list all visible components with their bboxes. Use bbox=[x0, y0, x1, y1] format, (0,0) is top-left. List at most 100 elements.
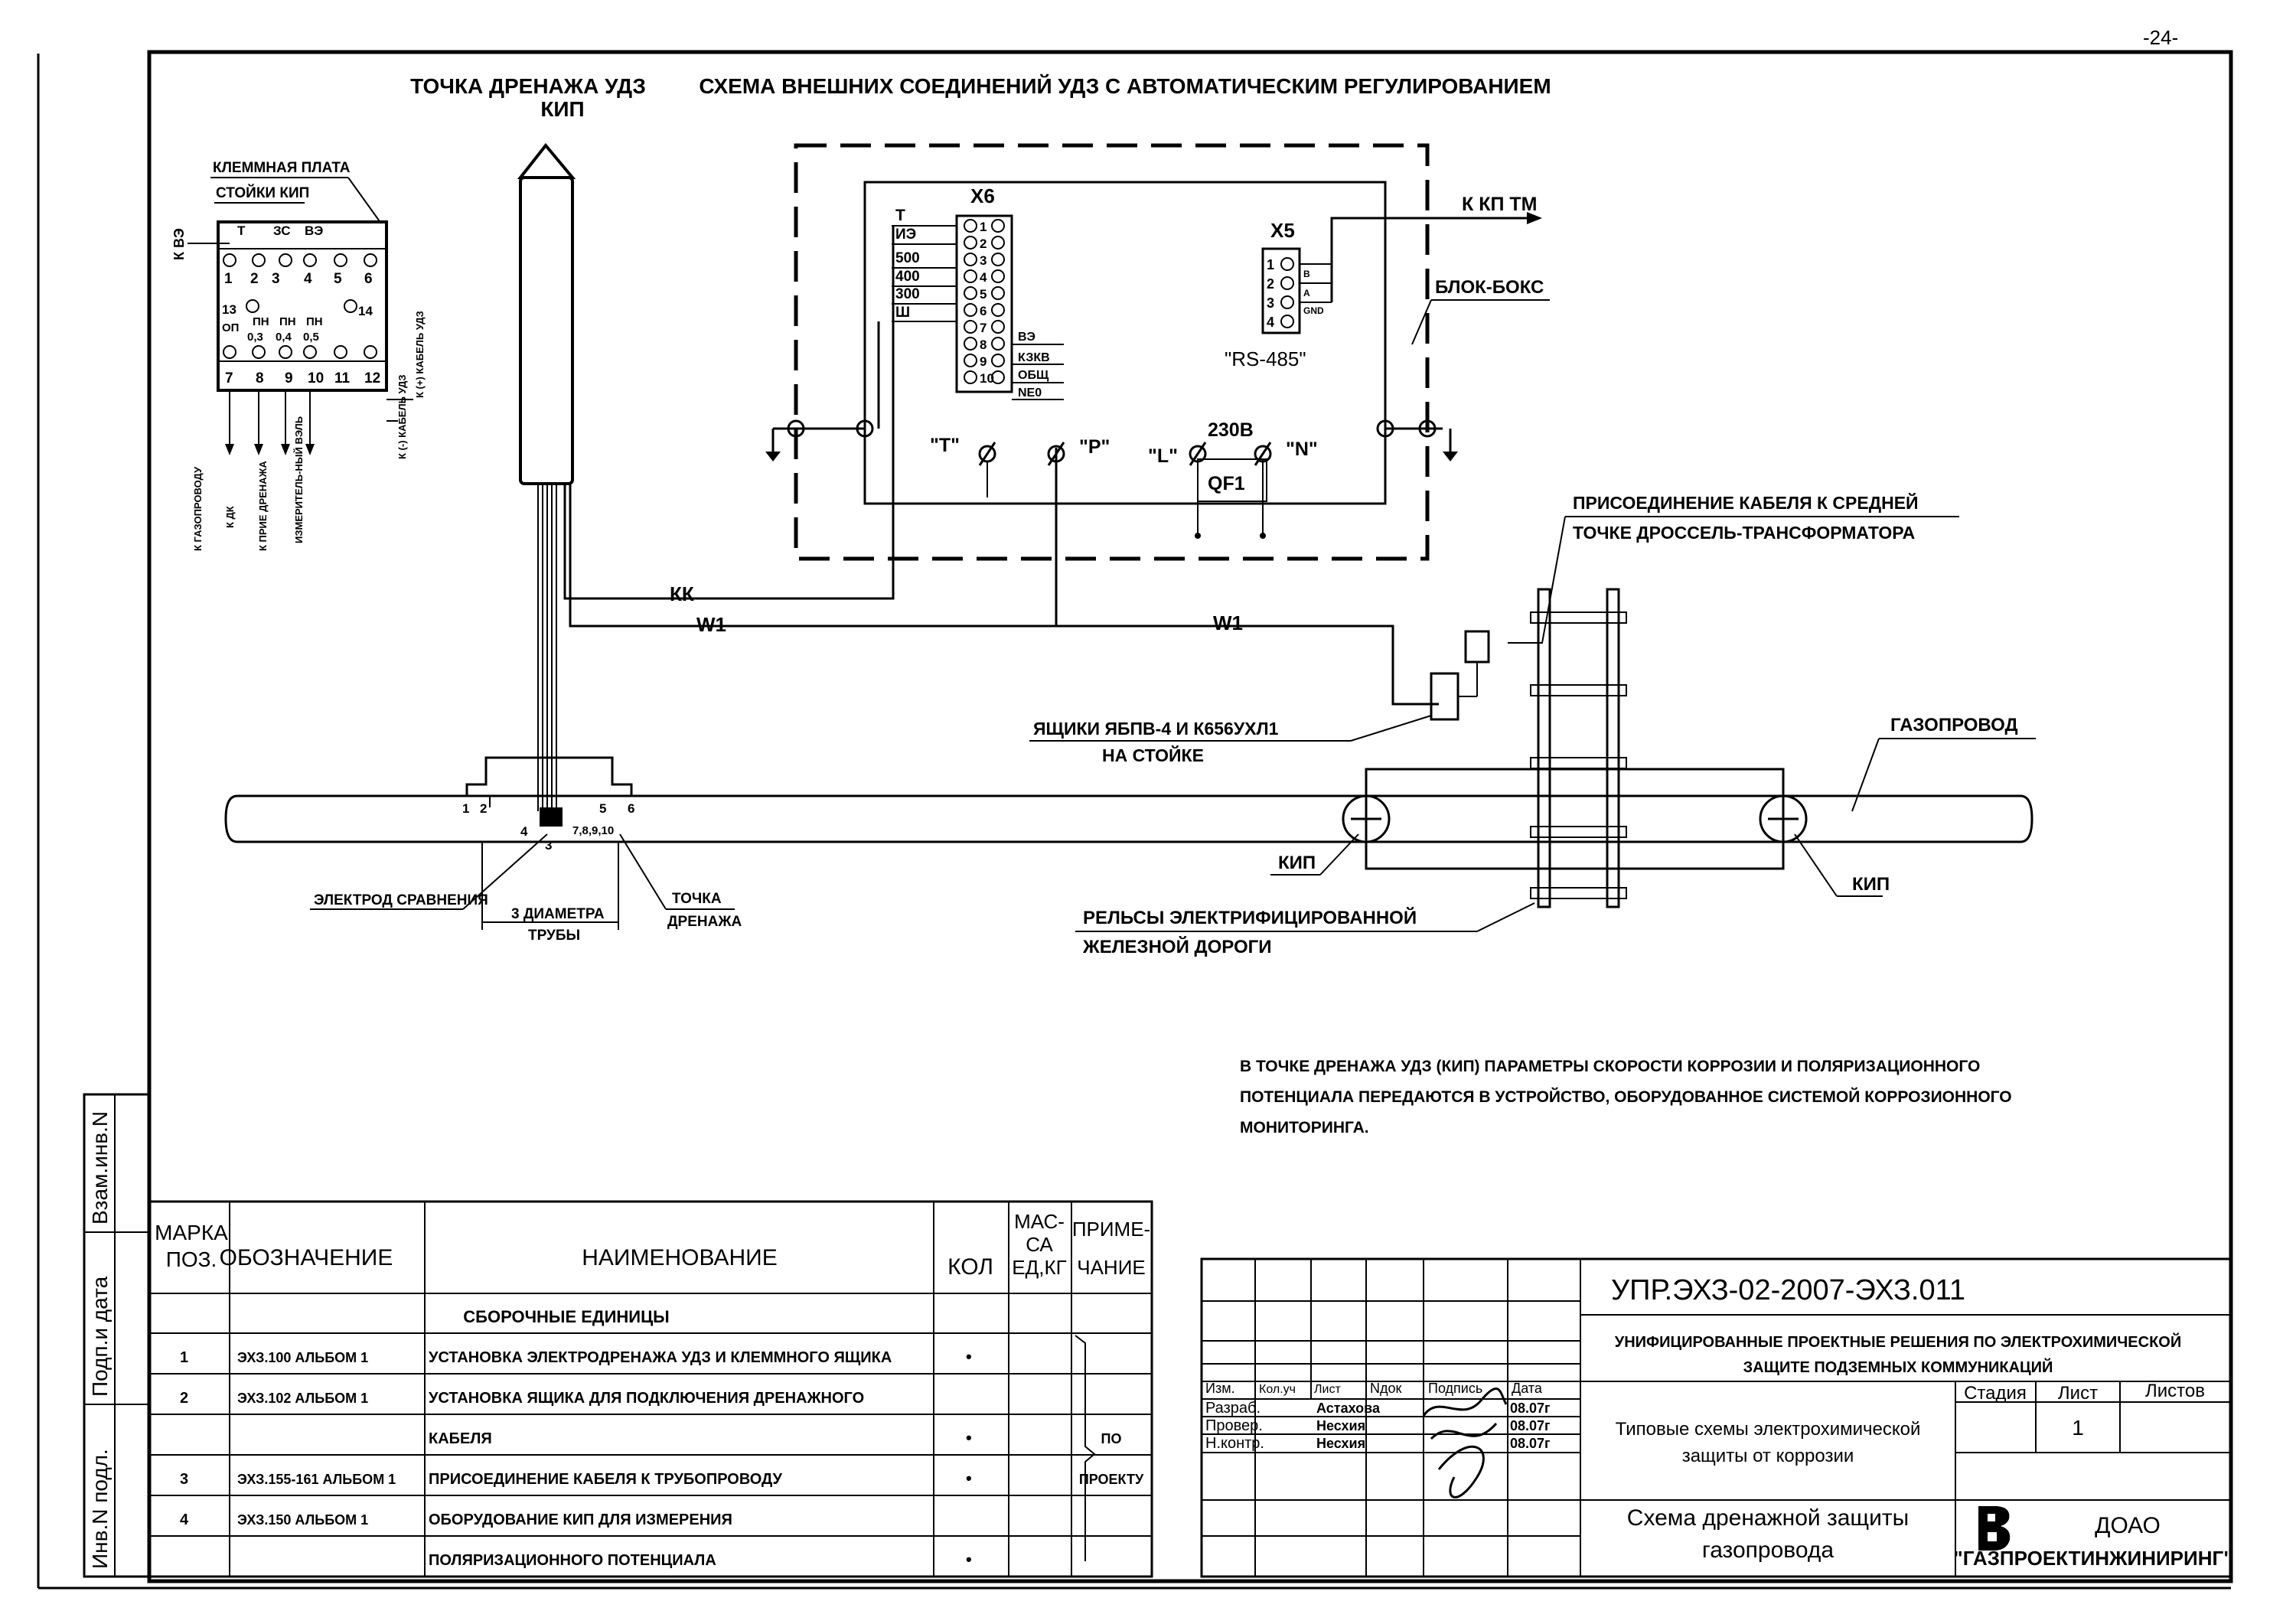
x6-terminal-screw bbox=[991, 286, 1005, 300]
pipe-point-number: 3 bbox=[545, 838, 552, 853]
role-label: Провер. bbox=[1205, 1417, 1263, 1434]
x6-terminal-screw bbox=[964, 354, 977, 367]
terminal-screw bbox=[279, 345, 292, 359]
terminal-op-label: ОП bbox=[222, 321, 239, 334]
diameter-label-1: 3 ДИАМЕТРА bbox=[511, 906, 605, 922]
terminal-number: 14 bbox=[358, 304, 373, 318]
x6-terminal-screw bbox=[991, 354, 1005, 367]
spec-cell-pos: 2 bbox=[180, 1390, 188, 1407]
terminal-screw bbox=[364, 345, 377, 359]
terminal-screw bbox=[303, 345, 317, 359]
sign-date: 08.07г bbox=[1510, 1436, 1551, 1451]
w1-cable bbox=[1056, 624, 1439, 706]
drainage-point-title: ТОЧКА ДРЕНАЖА УДЗ bbox=[410, 74, 646, 98]
terminal-screw bbox=[344, 299, 357, 313]
pipe-point-number: 7,8,9,10 bbox=[572, 824, 614, 837]
left-margin-stamp: Взам.инв.N Подп.и дата Инв.N подл. bbox=[83, 1093, 151, 1578]
rs485-label: "RS-485" bbox=[1225, 347, 1306, 370]
terminal-screw bbox=[252, 253, 266, 267]
x5-terminal-screw bbox=[1280, 257, 1294, 271]
terminal-n-label: "N" bbox=[1286, 439, 1318, 460]
x6-right-label: КЗКВ bbox=[1018, 351, 1050, 364]
rails-label-2: ЖЕЛЕЗНОЙ ДОРОГИ bbox=[1082, 936, 1271, 957]
role-label: Н.контр. bbox=[1205, 1435, 1264, 1452]
x6-terminal-screw bbox=[991, 269, 1005, 283]
terminal-screw bbox=[364, 253, 377, 267]
x6-terminal-number: 8 bbox=[980, 338, 987, 352]
title-col-header: Кол.уч bbox=[1259, 1383, 1296, 1396]
spec-header: ОБОЗНАЧЕНИЕ bbox=[220, 1245, 393, 1270]
terminal-right-label: К (+) КАБЕЛЬ УДЗ bbox=[414, 311, 426, 398]
x6-terminal-screw bbox=[991, 236, 1005, 249]
person-name: Несхия bbox=[1316, 1418, 1365, 1433]
block-box-enclosure bbox=[794, 143, 1430, 561]
spec-header: НАИМЕНОВАНИЕ bbox=[582, 1245, 778, 1270]
x5-terminal-number: 2 bbox=[1267, 276, 1274, 292]
terminal-screw bbox=[252, 345, 266, 359]
spec-header: МАС- bbox=[1014, 1210, 1065, 1233]
terminal-bottom-label: К ГАЗОПРОВОДУ bbox=[192, 466, 204, 551]
drawing-title-2: газопровода bbox=[1702, 1538, 1834, 1563]
spec-cell-designation: ЭХЗ.150 АЛЬБОМ 1 bbox=[237, 1512, 368, 1528]
drain-point-label-1: ТОЧКА bbox=[672, 891, 722, 907]
spec-cell-qty: • bbox=[966, 1428, 972, 1447]
rail-tie bbox=[1530, 887, 1627, 899]
terminal-mid-label: ПН bbox=[279, 315, 296, 328]
terminal-board: КЛЕММНАЯ ПЛАТА СТОЙКИ КИП К ВЭ Т ЗС ВЭ 1… bbox=[171, 160, 426, 551]
diameter-label-2: ТРУБЫ bbox=[528, 928, 580, 944]
organization-name-2: "ГАЗПРОЕКТИНЖИНИРИНГ" bbox=[1953, 1547, 2232, 1570]
sheets-label: Листов bbox=[2145, 1381, 2205, 1401]
terminal-right-label: К (-) КАБЕЛЬ УДЗ bbox=[396, 374, 408, 459]
x6-terminal-number: 2 bbox=[980, 236, 987, 251]
sheet-frame bbox=[147, 50, 2233, 1583]
voltage-label: 230В bbox=[1208, 419, 1254, 441]
x6-terminal-screw bbox=[964, 370, 977, 384]
title-col-header: Дата bbox=[1512, 1381, 1543, 1396]
boxes-note-1: ЯЩИКИ ЯБПВ-4 И К656УХЛ1 bbox=[1033, 719, 1279, 739]
terminal-mid-value: 0,5 bbox=[303, 331, 319, 344]
spec-header: КОЛ bbox=[947, 1254, 993, 1280]
terminal-screw bbox=[279, 253, 292, 267]
scheme-title: СХЕМА ВНЕШНИХ СОЕДИНЕНИЙ УДЗ С АВТОМАТИЧ… bbox=[699, 73, 1551, 98]
x6-terminal-screw bbox=[991, 253, 1005, 266]
sign-date: 08.07г bbox=[1510, 1418, 1551, 1433]
person-name: Астахова bbox=[1316, 1401, 1381, 1416]
terminal-number: 2 bbox=[250, 271, 259, 287]
boxes-note-2: НА СТОЙКЕ bbox=[1102, 745, 1204, 765]
x6-left-label: 300 bbox=[895, 286, 920, 302]
project-title-2: ЗАЩИТЕ ПОДЗЕМНЫХ КОММУНИКАЦИЙ bbox=[1743, 1358, 2053, 1376]
margin-label: Подп.и дата bbox=[88, 1276, 112, 1397]
spec-header: СА bbox=[1026, 1233, 1053, 1256]
gas-pipe-label: ГАЗОПРОВОД bbox=[1890, 715, 2018, 735]
x5-label: Х5 bbox=[1270, 219, 1295, 242]
spec-cell-qty: • bbox=[966, 1469, 972, 1488]
terminal-screw bbox=[223, 253, 236, 267]
person-name: Несхия bbox=[1316, 1436, 1365, 1451]
spec-header: ПРИМЕ- bbox=[1072, 1218, 1150, 1241]
x6-terminal-number: 4 bbox=[980, 270, 987, 285]
pipe-point-number: 1 bbox=[462, 801, 469, 816]
title-block: УПР.ЭХЗ-02-2007-ЭХЗ.011 УНИФИЦИРОВАННЫЕ … bbox=[1200, 1257, 2233, 1578]
x6-terminal-screw bbox=[964, 303, 977, 317]
terminal-mid-value: 0,4 bbox=[276, 331, 292, 344]
terminal-number: 5 bbox=[334, 271, 342, 287]
x6-terminal-screw bbox=[991, 219, 1005, 233]
drainage-point-subtitle: КИП bbox=[540, 97, 584, 121]
spec-cell-pos: 1 bbox=[180, 1349, 188, 1366]
spec-header: ПОЗ. bbox=[166, 1247, 217, 1271]
terminal-bottom-label: К ПРИЕ ДРЕНАЖА bbox=[257, 461, 269, 551]
x5-mark: GND bbox=[1303, 305, 1324, 316]
project-title-1: УНИФИЦИРОВАННЫЕ ПРОЕКТНЫЕ РЕШЕНИЯ ПО ЭЛЕ… bbox=[1615, 1332, 2181, 1351]
margin-label: Взам.инв.N bbox=[88, 1111, 112, 1225]
x5-terminal-screw bbox=[1280, 295, 1294, 309]
kip-left-label: КИП bbox=[1278, 853, 1316, 873]
terminal-number: 7 bbox=[225, 370, 233, 386]
spec-header: ЕД,КГ bbox=[1012, 1256, 1066, 1279]
cable-kk-label: КК bbox=[670, 582, 694, 605]
note-line-3: МОНИТОРИНГА. bbox=[1240, 1119, 1369, 1136]
spec-cell-note: ПО bbox=[1101, 1431, 1122, 1446]
x6-terminal-screw bbox=[964, 320, 977, 334]
terminal-screw bbox=[303, 253, 317, 267]
spec-cell-designation: ЭХЗ.100 АЛЬБОМ 1 bbox=[237, 1350, 368, 1365]
